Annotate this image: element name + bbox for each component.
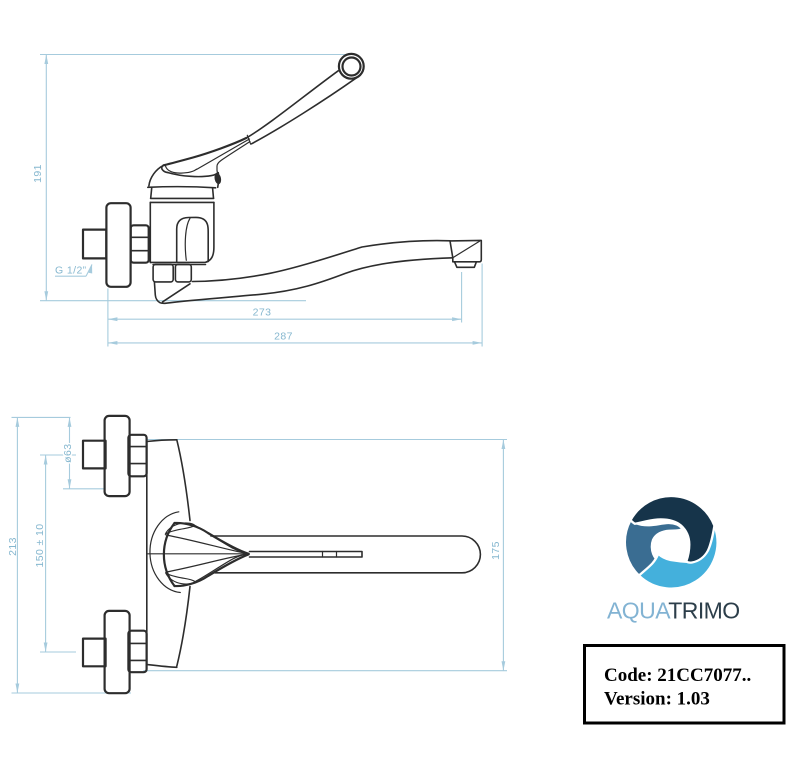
svg-text:AQUATRIMO: AQUATRIMO: [607, 598, 740, 624]
svg-text:Code: 21CC7077..: Code: 21CC7077..: [604, 665, 751, 686]
svg-text:150 ± 10: 150 ± 10: [34, 524, 46, 568]
svg-text:287: 287: [274, 330, 293, 342]
svg-text:175: 175: [490, 541, 502, 560]
svg-text:Version: 1.03: Version: 1.03: [604, 689, 710, 710]
svg-text:ø63: ø63: [62, 444, 74, 463]
svg-text:213: 213: [7, 537, 19, 556]
svg-text:G 1/2”: G 1/2”: [55, 265, 87, 277]
svg-text:191: 191: [32, 164, 44, 183]
svg-text:273: 273: [253, 307, 272, 319]
